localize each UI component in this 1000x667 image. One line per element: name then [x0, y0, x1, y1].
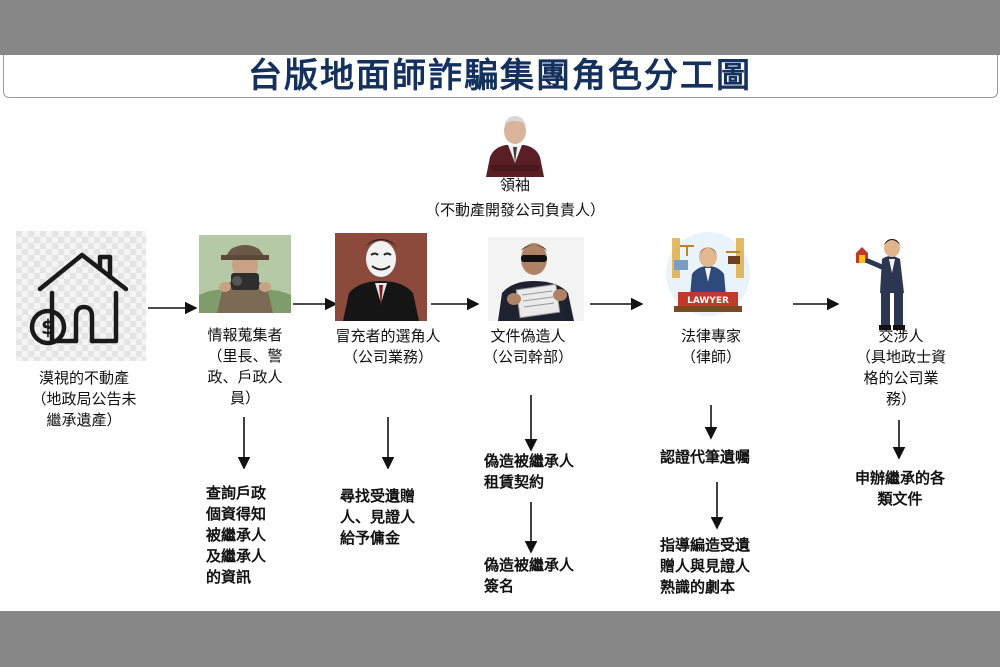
role-negotiator-line: （具地政士資 — [855, 348, 946, 366]
lawyer-icon: LAWYER — [666, 232, 750, 316]
negotiator-icon — [856, 239, 905, 330]
task-forger-signature: 偽造被繼承人 簽名 — [484, 555, 604, 597]
role-casting: 冒充者的選角人 （公司業務） — [318, 326, 458, 368]
task-legal-will: 認證代筆遺囑 — [660, 447, 780, 468]
task-casting: 尋找受遺贈 人、見證人 給予傭金 — [340, 486, 450, 549]
task-legal-script-line: 贈人與見證人 — [660, 557, 751, 575]
task-casting-line: 尋找受遺贈 — [340, 487, 416, 505]
role-forger-line: 文件偽造人 — [490, 327, 566, 345]
title-banner — [3, 55, 998, 98]
role-casting-line: （公司業務） — [342, 348, 433, 366]
task-forger-contract: 偽造被繼承人 租賃契約 — [484, 451, 604, 493]
task-legal-script: 指導編造受遺 贈人與見證人 熟識的劇本 — [660, 535, 790, 598]
leader-description: （不動產開發公司負責人） — [424, 201, 605, 219]
role-negotiator: 交涉人 （具地政士資 格的公司業 務） — [836, 326, 966, 410]
task-intel-line: 及繼承人 — [206, 547, 267, 565]
task-legal-script-line: 指導編造受遺 — [660, 536, 751, 554]
role-legal: 法律專家 （律師） — [656, 326, 766, 368]
role-property-line: 漠視的不動產 — [38, 369, 129, 387]
connector-arrows — [148, 297, 906, 554]
role-intel: 情報蒐集者 （里長、警 政、戶政人 員） — [190, 325, 300, 409]
page-title: 台版地面師詐騙集團角色分工圖 — [248, 56, 752, 96]
role-intel-line: 員） — [229, 389, 260, 407]
leader-name: 領袖 — [499, 176, 530, 194]
task-forger-signature-line: 簽名 — [484, 577, 515, 595]
task-intel-line: 查詢戶政 — [206, 484, 267, 502]
task-intel-line: 個資得知 — [206, 505, 267, 523]
task-forger-signature-line: 偽造被繼承人 — [484, 556, 575, 574]
role-forger-line: （公司幹部） — [482, 348, 573, 366]
role-property-line: 繼承遺產） — [46, 411, 122, 429]
role-intel-line: 政、戶政人 — [207, 368, 283, 386]
role-intel-line: （里長、警 — [207, 347, 283, 365]
task-intel-line: 的資訊 — [206, 568, 252, 586]
svg-text:$: $ — [41, 315, 55, 339]
task-casting-line: 人、見證人 — [340, 508, 416, 526]
task-intel: 查詢戶政 個資得知 被繼承人 及繼承人 的資訊 — [206, 483, 296, 588]
leader-icon — [486, 116, 544, 177]
role-casting-line: 冒充者的選角人 — [335, 327, 441, 345]
task-intel-line: 被繼承人 — [206, 526, 267, 544]
role-property: 漠視的不動產 （地政局公告未 繼承遺產） — [13, 368, 155, 431]
task-casting-line: 給予傭金 — [340, 529, 401, 547]
task-negotiator: 申辦繼承的各 類文件 — [830, 468, 970, 510]
role-negotiator-line: 務） — [885, 390, 916, 408]
task-legal-will-line: 認證代筆遺囑 — [660, 448, 751, 466]
forger-icon — [488, 237, 584, 321]
role-forger: 文件偽造人 （公司幹部） — [468, 326, 588, 368]
role-legal-line: （律師） — [680, 348, 741, 366]
house-icon: $ — [16, 231, 146, 361]
role-legal-line: 法律專家 — [680, 327, 741, 345]
task-forger-contract-line: 偽造被繼承人 — [484, 452, 575, 470]
masked-man-icon — [335, 233, 427, 321]
spy-icon — [199, 235, 291, 313]
role-intel-line: 情報蒐集者 — [207, 326, 283, 344]
task-legal-script-line: 熟識的劇本 — [660, 578, 736, 596]
task-forger-contract-line: 租賃契約 — [484, 473, 545, 491]
role-negotiator-line: 格的公司業 — [863, 369, 939, 387]
task-negotiator-line: 類文件 — [877, 490, 923, 508]
role-negotiator-line: 交涉人 — [878, 327, 924, 345]
lawyer-sign-text: LAWYER — [687, 296, 729, 306]
role-property-line: （地政局公告未 — [31, 390, 137, 408]
diagram-canvas: 台版地面師詐騙集團角色分工圖 領袖 （ — [0, 55, 1000, 611]
task-negotiator-line: 申辦繼承的各 — [854, 469, 945, 487]
